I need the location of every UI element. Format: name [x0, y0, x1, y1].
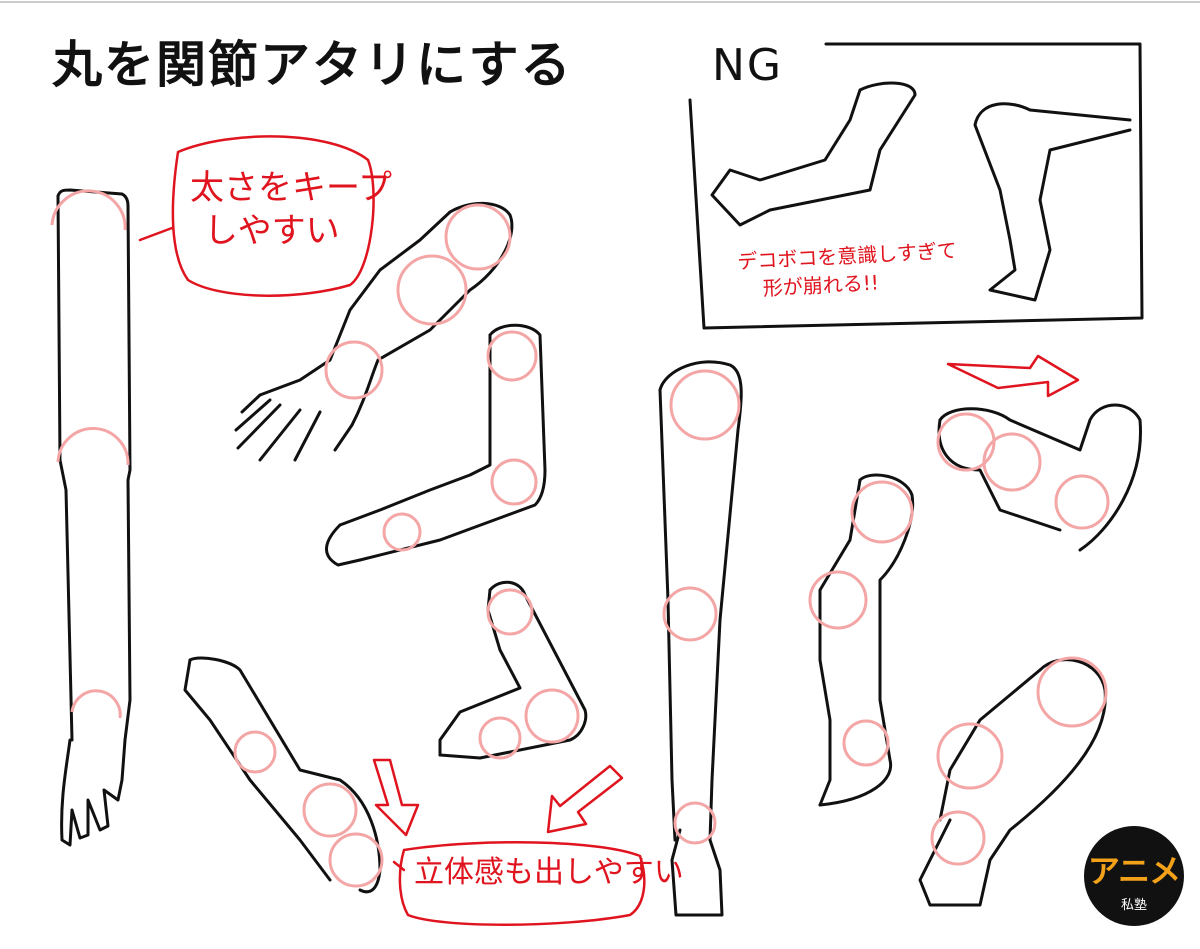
leg-drawing-seated	[918, 658, 1107, 907]
brand-logo-main: アニメ	[1087, 852, 1181, 890]
leg-drawing-straight	[658, 360, 743, 917]
note-three-d: 立体感も出しやすい	[414, 855, 684, 890]
note-keep-thickness-line1: 太さをキープ	[190, 168, 392, 208]
arm-drawing-fist	[183, 656, 382, 894]
right-arrow-icon	[946, 354, 1080, 398]
speech-bubble-bottom	[392, 841, 646, 926]
arm-drawing-bent-right	[325, 323, 547, 567]
speech-bubble-top	[138, 135, 375, 297]
leg-drawing-kneel	[937, 403, 1142, 552]
leg-drawing-bent	[818, 473, 915, 807]
down-left-arrow-icon	[546, 764, 624, 834]
note-keep-thickness: 太さをキープ しやすい	[190, 168, 392, 252]
down-arrow-icon	[372, 758, 420, 837]
ng-leg-drawing	[973, 102, 1132, 302]
ng-arm-drawing	[710, 81, 917, 227]
arm-drawing-bent-low	[438, 580, 588, 760]
brand-logo-sub: 私塾	[1120, 898, 1147, 913]
ng-frame	[688, 42, 1144, 330]
joint-circles	[50, 189, 1110, 888]
ng-label: NG	[712, 40, 784, 91]
arm-drawing-straight	[56, 188, 132, 847]
page-title: 丸を関節アタリにする	[52, 36, 573, 94]
note-keep-thickness-line2: しやすい	[204, 211, 340, 252]
brand-logo: アニメ 私塾	[1084, 826, 1184, 926]
